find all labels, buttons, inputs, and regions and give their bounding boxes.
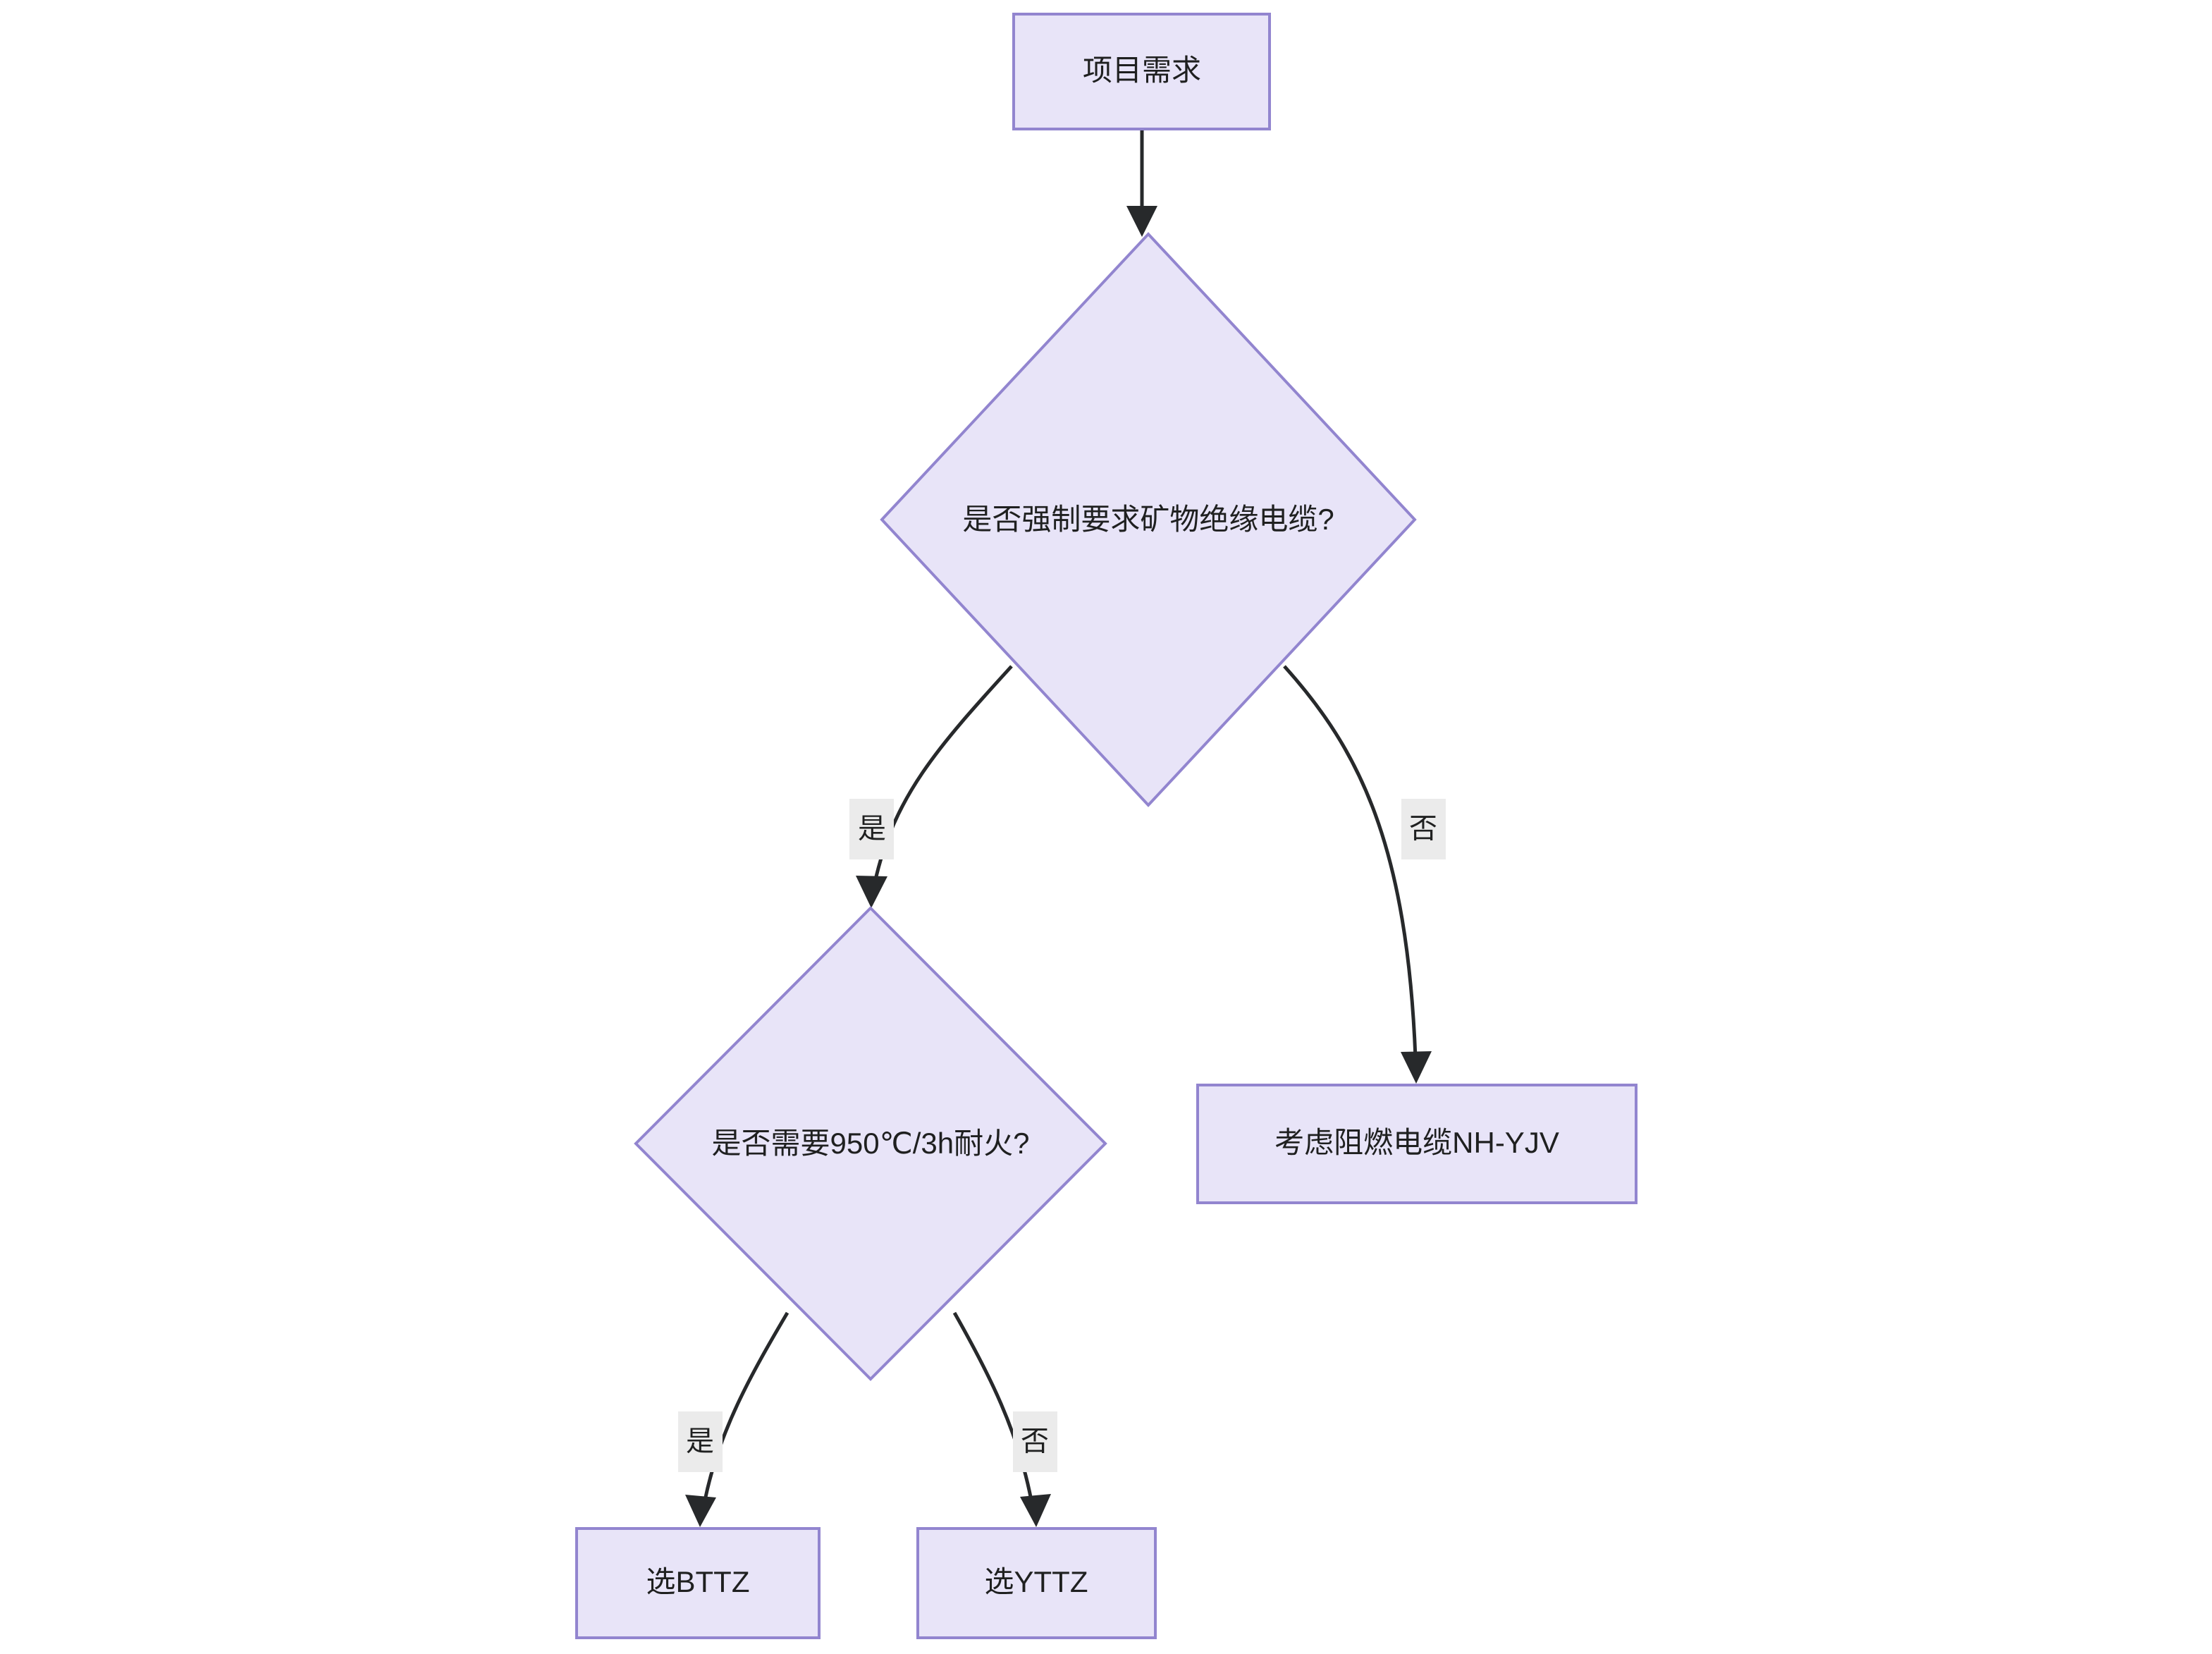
edge-start-to-d1 (1126, 129, 1157, 237)
arrowhead-icon (1020, 1494, 1051, 1527)
node-label: 是否强制要求矿物绝缘电缆? (962, 503, 1334, 536)
edge-label-text: 否 (1409, 814, 1437, 845)
node-label: 项目需求 (1083, 54, 1201, 87)
node-shape-rect[interactable] (1196, 1084, 1638, 1204)
node-shape-diamond[interactable] (634, 906, 1107, 1381)
arrowhead-icon (856, 876, 887, 908)
node-yttz[interactable]: 选YTTZ (916, 1527, 1157, 1639)
edge-path (703, 1311, 789, 1501)
edge-d1-to-nhyjv (1283, 665, 1432, 1084)
node-shape-rect[interactable] (575, 1527, 821, 1639)
edge-label-background (678, 1411, 723, 1472)
edge-label-d1-no: 否 (1401, 799, 1446, 859)
edge-path (952, 1311, 1033, 1501)
edge-d1-to-d2 (856, 665, 1013, 908)
edge-label-text: 是 (686, 1426, 714, 1457)
edge-label-d1-yes: 是 (849, 799, 894, 859)
edge-d2-to-bttz (685, 1311, 789, 1527)
node-label: 选YTTZ (985, 1565, 1088, 1598)
edge-label-background (1013, 1411, 1057, 1472)
edge-path (873, 665, 1013, 883)
node-shape-diamond[interactable] (880, 232, 1417, 807)
edge-label-background (849, 799, 894, 859)
arrowhead-icon (1401, 1051, 1432, 1084)
edge-label-background (1401, 799, 1446, 859)
node-start[interactable]: 项目需求 (1012, 13, 1271, 130)
edge-label-text: 是 (858, 814, 886, 845)
node-label: 考虑阻燃电缆NH-YJV (1274, 1126, 1559, 1159)
node-bttz[interactable]: 选BTTZ (575, 1527, 821, 1639)
arrowhead-icon (685, 1495, 716, 1527)
node-label: 是否需要950℃/3h耐火? (712, 1127, 1030, 1160)
edge-label-text: 否 (1021, 1426, 1049, 1457)
edge-path (1283, 665, 1418, 1058)
node-decision-mineral-insulated[interactable]: 是否强制要求矿物绝缘电缆? (880, 232, 1417, 807)
edge-d2-to-yttz (952, 1311, 1051, 1527)
node-decision-950c-3h[interactable]: 是否需要950℃/3h耐火? (634, 906, 1107, 1381)
node-shape-rect[interactable] (916, 1527, 1157, 1639)
arrowhead-icon (1126, 206, 1157, 237)
node-nh-yjv[interactable]: 考虑阻燃电缆NH-YJV (1196, 1084, 1638, 1204)
node-shape-rect[interactable] (1012, 13, 1271, 130)
node-label: 选BTTZ (646, 1565, 750, 1598)
edge-label-d2-yes: 是 (678, 1411, 723, 1472)
edge-label-d2-no: 否 (1013, 1411, 1057, 1472)
